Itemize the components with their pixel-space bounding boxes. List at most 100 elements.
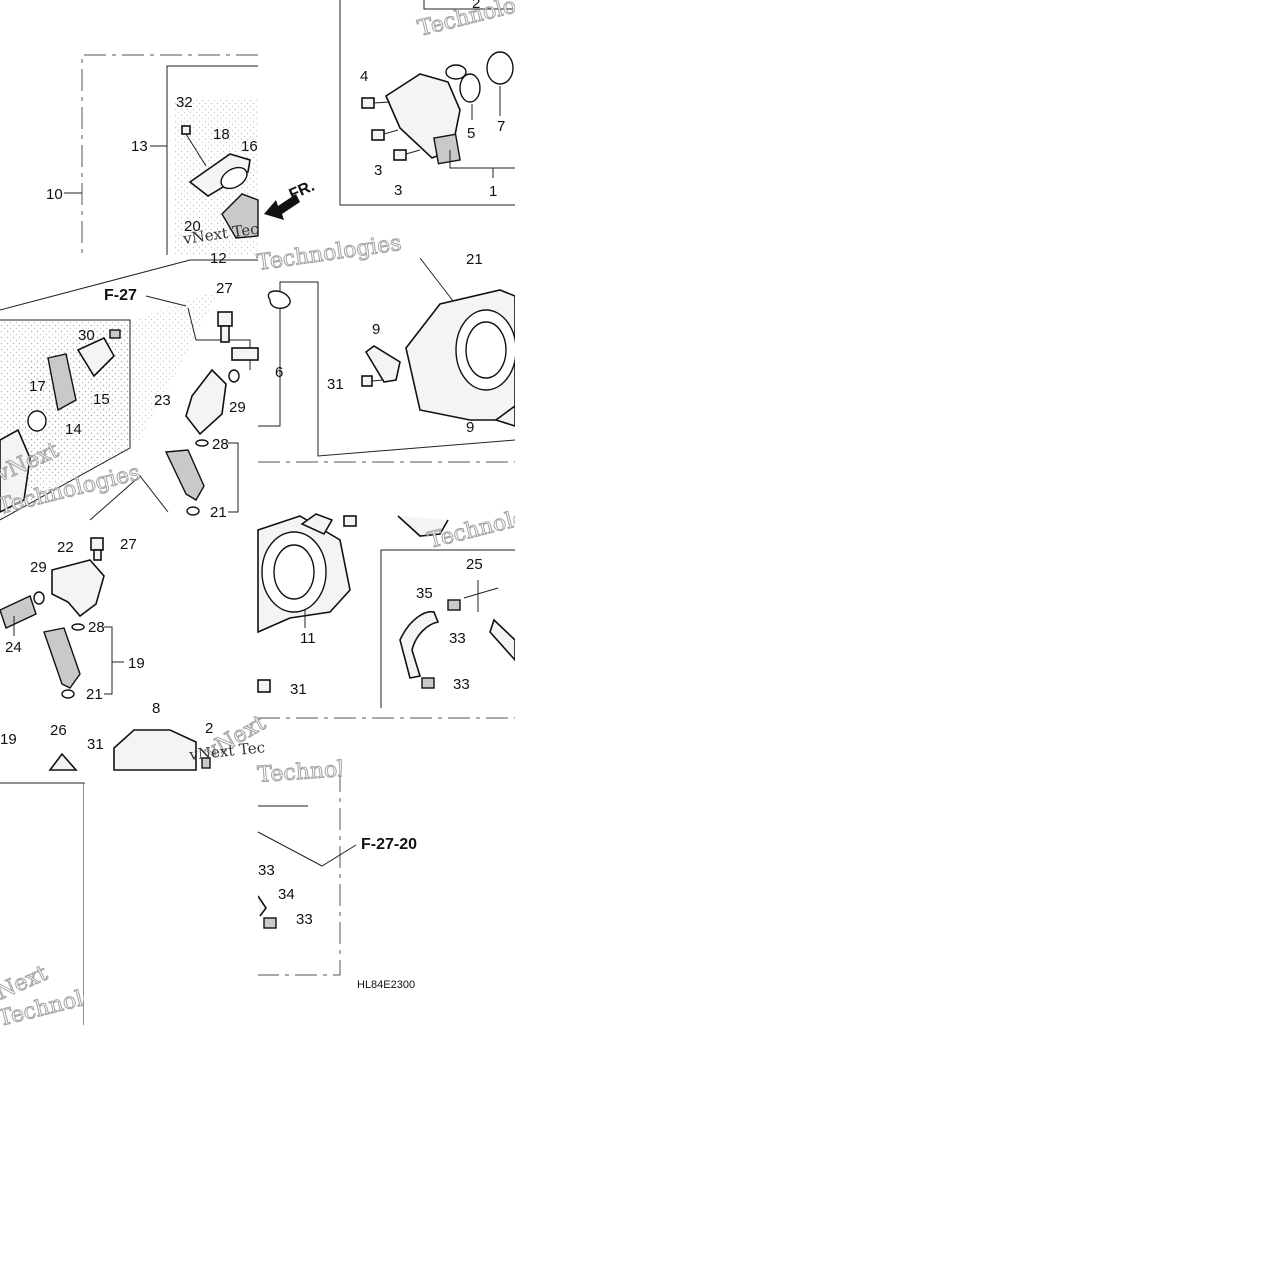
watermark-technologies-2: Technologies bbox=[255, 231, 403, 276]
tile-c bbox=[0, 259, 259, 521]
callout-5: 5 bbox=[467, 125, 475, 142]
callout-2-top: 2 bbox=[472, 0, 480, 12]
bolt-31a bbox=[361, 375, 385, 387]
callout-19a: 19 bbox=[128, 655, 145, 672]
o-ring-5 bbox=[459, 73, 481, 103]
watermark-vnext-tec-2: vNext Tec bbox=[188, 738, 266, 764]
callout-9a: 9 bbox=[372, 321, 380, 338]
gasket-26 bbox=[48, 752, 78, 771]
callout-12: 12 bbox=[210, 250, 227, 267]
washer-21b bbox=[61, 689, 75, 699]
pipe-23 bbox=[185, 368, 227, 436]
callout-2: 2 bbox=[205, 720, 213, 737]
group-frame-d bbox=[258, 281, 516, 457]
callout-21-top: 21 bbox=[466, 251, 483, 268]
callout-28b: 28 bbox=[88, 619, 105, 636]
blank-tile-g-left bbox=[84, 784, 258, 1030]
callout-27b: 27 bbox=[120, 536, 137, 553]
callout-box-2-top bbox=[423, 0, 515, 10]
callout-24: 24 bbox=[5, 639, 22, 656]
callout-28a: 28 bbox=[212, 436, 229, 453]
callout-20: 20 bbox=[184, 218, 201, 235]
sensor-14 bbox=[47, 353, 77, 412]
tile-d bbox=[258, 257, 517, 463]
group-bracket-top-b bbox=[339, 0, 515, 206]
blank-bottom bbox=[0, 1030, 515, 1285]
group-frame-c bbox=[0, 319, 131, 521]
callout-16: 16 bbox=[241, 138, 258, 155]
group-frame-c-top bbox=[0, 259, 258, 311]
cover-8 bbox=[113, 729, 197, 771]
washer-21a bbox=[186, 506, 200, 516]
bolt-4 bbox=[361, 97, 391, 109]
ref-f27: F-27 bbox=[104, 287, 137, 304]
callout-33d: 33 bbox=[296, 911, 313, 928]
clamp-33d bbox=[263, 917, 277, 929]
callout-31b: 31 bbox=[290, 681, 307, 698]
sensor-20 bbox=[221, 193, 259, 239]
callout-3a: 3 bbox=[374, 162, 382, 179]
bolt-27b bbox=[90, 537, 104, 561]
gasket-9a bbox=[364, 345, 401, 383]
o-ring-6-clip bbox=[267, 290, 291, 309]
drawing-code: HL84E2300 bbox=[357, 979, 415, 991]
bracket-right-c bbox=[228, 442, 239, 513]
callout-8: 8 bbox=[152, 700, 160, 717]
pipe-22 bbox=[51, 559, 105, 618]
bolt-2 bbox=[201, 757, 211, 769]
o-ring-16 bbox=[220, 166, 248, 190]
group-frame-c-bot bbox=[89, 475, 169, 521]
callout-35: 35 bbox=[416, 585, 433, 602]
callout-22: 22 bbox=[57, 539, 74, 556]
callout-7: 7 bbox=[497, 118, 505, 135]
frame-g-right bbox=[258, 770, 341, 976]
callout-1: 1 bbox=[489, 183, 497, 200]
bolt-f-top bbox=[343, 515, 357, 527]
callout-3b: 3 bbox=[394, 182, 402, 199]
callout-32: 32 bbox=[176, 94, 193, 111]
callout-18: 18 bbox=[213, 126, 230, 143]
bolt-32 bbox=[181, 125, 207, 167]
ref-front-label: FR. bbox=[287, 178, 317, 204]
callout-9b: 9 bbox=[466, 419, 474, 436]
callout-29b: 29 bbox=[30, 559, 47, 576]
o-ring-7 bbox=[486, 51, 514, 85]
tile-g bbox=[257, 770, 357, 976]
callout-15: 15 bbox=[93, 391, 110, 408]
callout-27a: 27 bbox=[216, 280, 233, 297]
leader-f27 bbox=[145, 295, 187, 307]
gasket-18 bbox=[188, 153, 251, 197]
callout-33c: 33 bbox=[258, 862, 275, 879]
gasket-15 bbox=[76, 336, 115, 378]
bolt-3b bbox=[393, 149, 421, 161]
tile-b bbox=[339, 0, 515, 206]
o-ring-28b bbox=[71, 623, 85, 631]
callout-31c: 31 bbox=[87, 736, 104, 753]
sensor-connector bbox=[433, 133, 461, 165]
callout-31a: 31 bbox=[327, 376, 344, 393]
stipple-region-c2 bbox=[0, 290, 220, 500]
clamp-33a bbox=[447, 599, 461, 611]
ref-f27-20: F-27-20 bbox=[361, 836, 417, 853]
callout-30: 30 bbox=[78, 327, 95, 344]
leader-f2720 bbox=[257, 831, 357, 867]
callout-33a: 33 bbox=[449, 630, 466, 647]
callout-23: 23 bbox=[154, 392, 171, 409]
hose-35 bbox=[399, 610, 440, 679]
o-ring-17 bbox=[27, 410, 47, 432]
bore-d-inner bbox=[465, 321, 507, 379]
blank-tile-g-lowright bbox=[342, 860, 515, 978]
callout-33b: 33 bbox=[453, 676, 470, 693]
tile-a bbox=[64, 54, 300, 255]
hose-top bbox=[397, 515, 449, 537]
bore-f-inner bbox=[273, 544, 315, 600]
blank-right bbox=[515, 0, 1285, 1285]
joint-plug bbox=[231, 347, 259, 361]
gasket-f-top bbox=[300, 513, 334, 536]
callout-29a: 29 bbox=[229, 399, 246, 416]
callout-21b: 21 bbox=[86, 686, 103, 703]
callout-6: 6 bbox=[275, 364, 283, 381]
blank-tile-g-right bbox=[342, 720, 515, 830]
callouts: 10 13 32 18 16 20 12 2 4 3 3 5 7 1 27 30… bbox=[0, 0, 505, 928]
